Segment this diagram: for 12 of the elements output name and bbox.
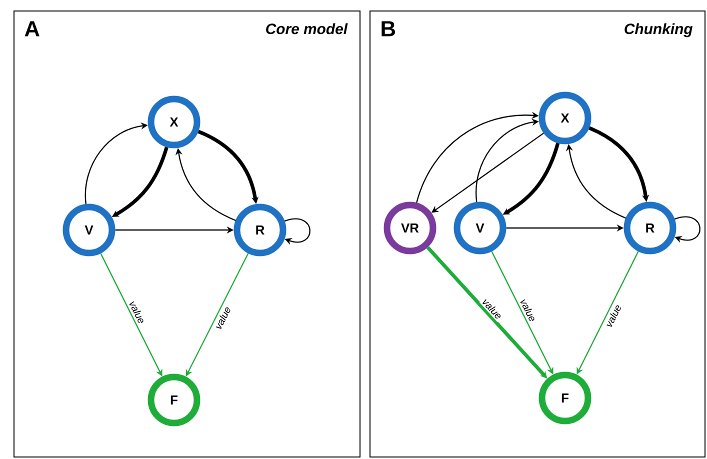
panel <box>370 10 706 458</box>
panel-title: Chunking <box>624 23 693 38</box>
edge-label: value <box>602 302 624 330</box>
edge-label: value <box>212 304 234 332</box>
panel-letter: A <box>24 21 40 36</box>
edge-label: value <box>126 298 148 326</box>
panel-letter: B <box>382 21 396 36</box>
arrow <box>674 216 700 243</box>
panel-title: Core model <box>266 23 348 34</box>
panel <box>14 10 360 458</box>
arrow <box>284 218 310 245</box>
edge-label: value <box>518 296 539 324</box>
